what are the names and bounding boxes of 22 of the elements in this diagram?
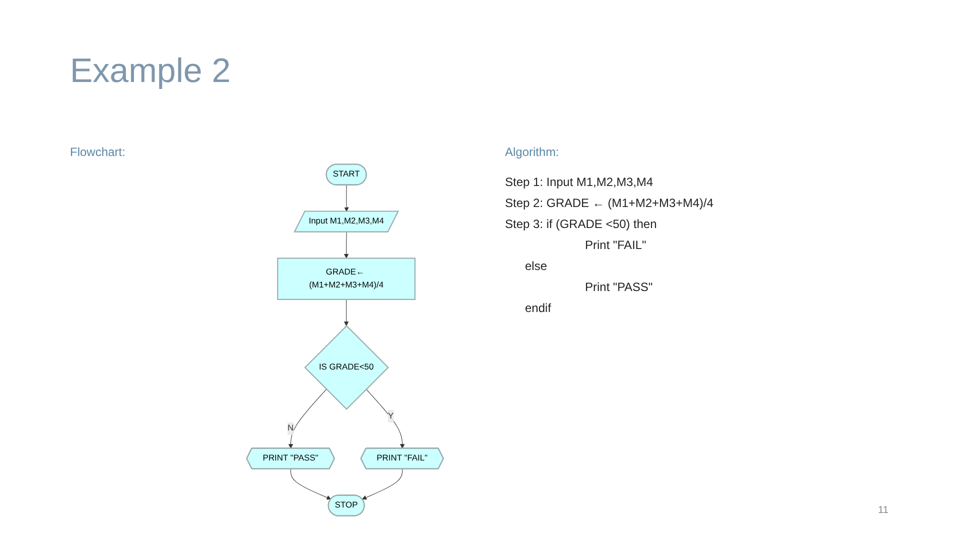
arrow [366,388,405,449]
arrow [344,299,349,326]
algorithm-line: Print "PASS" [584,279,654,296]
arrow [288,388,327,449]
edge-label: N [287,424,294,433]
algorithm-line: Step 3: if (GRADE <50) then [505,216,658,233]
section-heading: Flowchart: [70,145,126,159]
section-heading: Algorithm: [505,145,560,159]
algorithm-line: else [524,258,548,275]
slide-title: Example 2 [70,52,231,91]
arrow [362,468,403,500]
algorithm-line: Step 2: GRADE ← (M1+M2+M3+M4)/4 [505,195,714,212]
arrow [290,468,332,500]
algorithm-line: Print "FAIL" [584,237,648,254]
arrow [344,184,349,212]
page-number: 11 [878,505,888,516]
algorithm-line: endif [524,300,552,317]
node-box: GRADE← (M1+M2+M3+M4)/4 [277,258,416,300]
edge-label: Y [388,411,394,420]
arrow [344,232,349,258]
algorithm-line: Step 1: Input M1,M2,M3,M4 [505,174,654,191]
node-diamond: IS GRADE<50 [304,325,389,410]
